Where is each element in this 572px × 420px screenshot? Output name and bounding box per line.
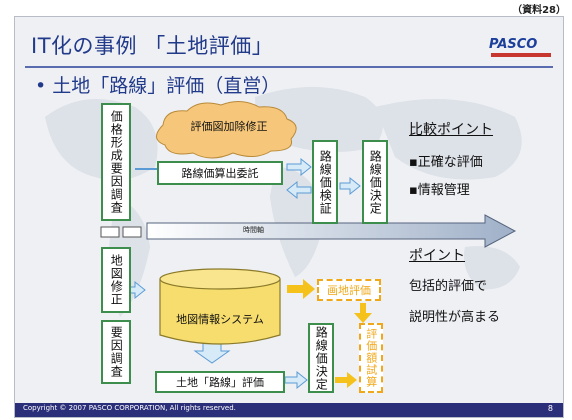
cylinder-body (159, 279, 281, 345)
document-reference: （資料28） (512, 5, 566, 16)
bullet-heading: • 土地「路線」評価（直営） (35, 75, 281, 97)
arrow-right-yellow (335, 372, 357, 388)
factor-research-box: 要因調査 (101, 320, 131, 384)
points-heading: ポイント (409, 248, 465, 264)
point-line-2: 説明性が高まる (409, 310, 501, 325)
gis-system-label: 地図情報システム (176, 313, 264, 326)
arrow-down-yellow (354, 303, 372, 323)
timeline-label: 時間軸 (243, 226, 264, 234)
route-price-verify-box: 路線価検証 (312, 140, 338, 224)
pasco-logo: PASCO (489, 37, 553, 63)
cylinder-top (159, 268, 281, 290)
cloud-label: 評価図加除修正 (190, 120, 268, 133)
route-price-decide-box: 路線価決定 (362, 140, 388, 224)
arrow-left (286, 180, 312, 200)
factor-survey-box: 価格形成要因調査 (101, 103, 131, 221)
slide-title: IT化の事例 「土地評価」 (31, 34, 274, 58)
assessment-trial-box: 評価額試算 (359, 323, 383, 393)
cloud-shape (156, 101, 297, 159)
point-information-management: ▪情報管理 (409, 183, 470, 198)
footer-bar: Copyright © 2007 PASCO CORPORATION, All … (15, 403, 563, 417)
arrow-right (339, 176, 361, 196)
land-route-evaluation-box: 土地「路線」評価 (155, 371, 285, 393)
title-divider (25, 66, 553, 68)
comparison-points-heading: 比較ポイント (409, 122, 493, 138)
route-price-decide-box-2: 路線価決定 (308, 323, 334, 393)
map-correction-box: 地図修正 (101, 247, 131, 313)
diagram-arrows (100, 101, 517, 390)
slide: IT化の事例 「土地評価」 PASCO • 土地「路線」評価（直営） (14, 16, 564, 418)
timeline-marker (122, 226, 142, 238)
timeline-marker (100, 226, 120, 238)
page-number: 8 (547, 404, 553, 413)
route-price-calc-box: 路線価算出委託 (157, 161, 283, 185)
logo-underline (491, 53, 551, 57)
point-line-1: 包括的評価で (409, 279, 488, 294)
copyright-text: Copyright © 2007 PASCO CORPORATION, All … (23, 404, 236, 412)
point-accurate-evaluation: ▪正確な評価 (409, 155, 483, 170)
parcel-evaluation-box: 画地評価 (317, 279, 381, 301)
arrow-right-yellow (287, 279, 315, 299)
arrow-right (286, 157, 312, 177)
timeline-arrow (146, 214, 517, 248)
logo-text: PASCO (489, 37, 538, 52)
arrow-right (284, 370, 308, 390)
